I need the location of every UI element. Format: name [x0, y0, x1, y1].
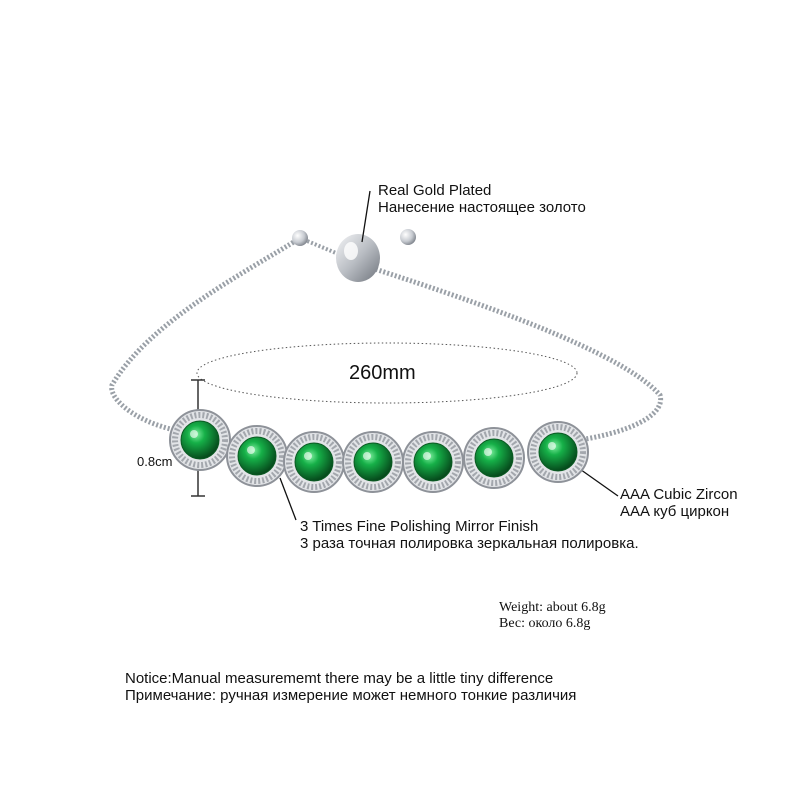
notice-label: Notice:Manual measurememt there may be a… — [125, 670, 576, 705]
notice-label-en: Notice:Manual measurememt there may be a… — [125, 670, 554, 687]
gem-highlight — [484, 448, 492, 456]
stone-setting — [402, 431, 464, 493]
green-gem — [294, 442, 334, 482]
pave-ring — [530, 424, 586, 480]
stone-setting — [527, 421, 589, 483]
plating-label-ru: Нанесение настоящее золото — [378, 199, 586, 217]
stone-setting — [226, 425, 288, 487]
weight-label-en: Weight: about 6.8g — [499, 600, 606, 615]
pave-ring — [286, 434, 342, 490]
weight-label-ru: Вес: около 6.8g — [499, 616, 591, 632]
end-bead-left — [292, 230, 308, 246]
stone-setting — [342, 431, 404, 493]
stone-setting — [169, 409, 231, 471]
zircon-label-ru: AAA куб циркон — [620, 503, 730, 521]
polish-label-en: 3 Times Fine Polishing Mirror Finish — [300, 518, 539, 535]
polish-label: 3 Times Fine Polishing Mirror Finish 3 р… — [300, 518, 639, 553]
pave-ring — [229, 428, 285, 484]
green-gem — [353, 442, 393, 482]
pave-ring — [405, 434, 461, 490]
stone-setting — [463, 427, 525, 489]
gem-highlight — [247, 446, 255, 454]
pave-ring — [466, 430, 522, 486]
gem-highlight — [304, 452, 312, 460]
notice-label-ru: Примечание: ручная измерение может немно… — [125, 687, 577, 705]
slider-bead — [336, 234, 380, 282]
plating-label: Real Gold Plated Нанесение настоящее зол… — [378, 182, 586, 217]
width-label: 0.8cm — [137, 454, 173, 469]
pave-ring — [345, 434, 401, 490]
green-gem — [413, 442, 453, 482]
pointer-polish — [279, 477, 297, 521]
gem-highlight — [423, 452, 431, 460]
green-gem — [474, 438, 514, 478]
zircon-label-en: AAA Cubic Zircon — [620, 486, 738, 503]
pave-ring — [172, 412, 228, 468]
plating-label-en: Real Gold Plated — [378, 182, 492, 199]
length-indicator-oval — [196, 342, 578, 404]
pointer-gold — [361, 190, 371, 243]
gem-highlight — [548, 442, 556, 450]
length-label: 260mm — [349, 362, 416, 384]
green-gem — [180, 420, 220, 460]
end-bead-right — [400, 229, 416, 245]
zircon-label: AAA Cubic Zircon AAA куб циркон — [620, 486, 738, 521]
gem-highlight — [363, 452, 371, 460]
gem-highlight — [190, 430, 198, 438]
green-gem — [538, 432, 578, 472]
polish-label-ru: 3 раза точная полировка зеркальная полир… — [300, 535, 639, 553]
green-gem — [237, 436, 277, 476]
stone-setting — [283, 431, 345, 493]
chain-left — [109, 235, 302, 435]
chain-right — [371, 265, 664, 443]
weight-label: Weight: about 6.8g Вес: около 6.8g — [499, 600, 606, 632]
stone-row — [169, 409, 589, 493]
